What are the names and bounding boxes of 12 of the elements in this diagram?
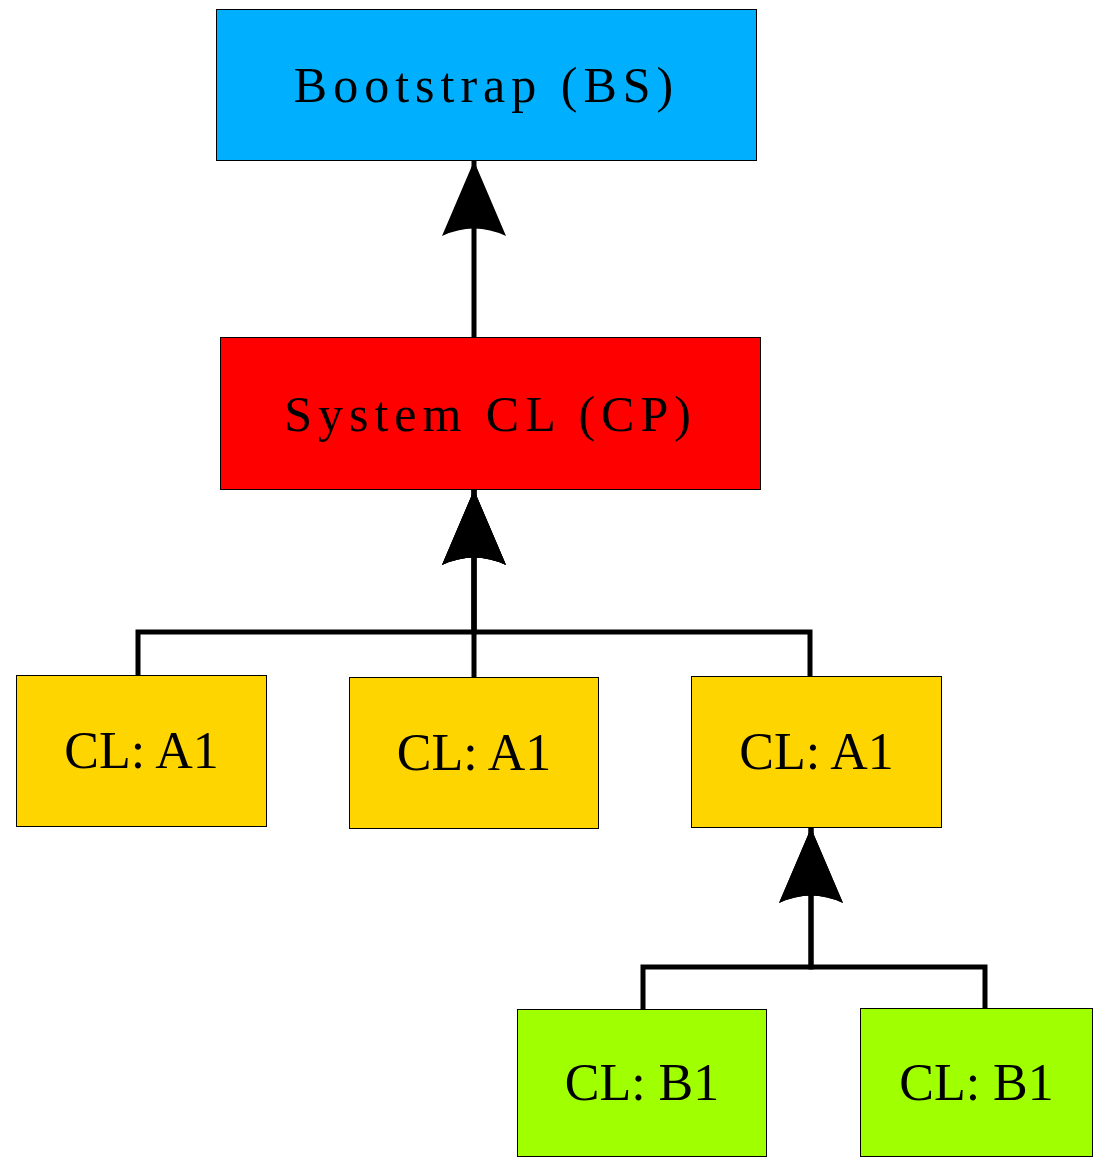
box-label: CL: A1 [396,727,552,779]
class-loader-box [860,1008,1093,1157]
box-label: CL: B1 [899,1056,1054,1109]
class-loader-box [220,337,761,490]
box-label: CL: A1 [64,725,219,777]
class-loader-box [16,675,267,827]
box-label: CL: A1 [739,726,894,778]
class-loader-box [216,9,757,161]
box-label: CL: B1 [564,1057,720,1109]
class-loader-box [517,1009,767,1157]
class-loader-box [349,677,599,829]
class-loader-box [691,676,942,828]
